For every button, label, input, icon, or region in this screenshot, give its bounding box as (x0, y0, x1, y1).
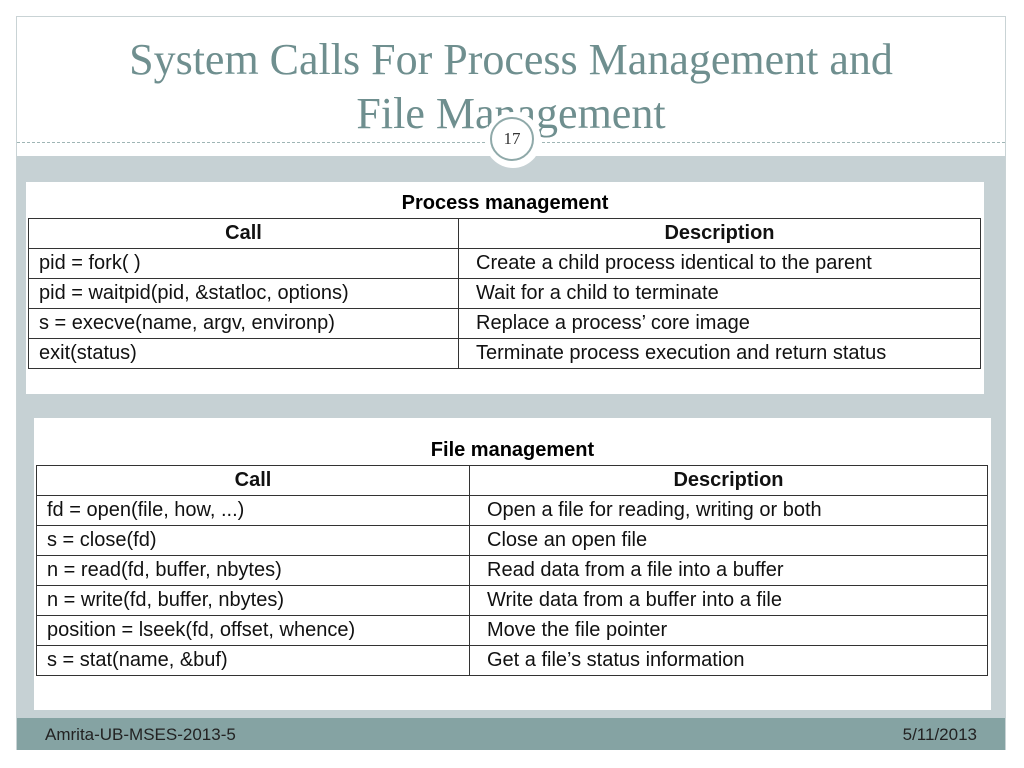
call-cell: n = write(fd, buffer, nbytes) (36, 585, 470, 616)
header-call: Call (28, 218, 459, 249)
table-row: s = close(fd) Close an open file (36, 525, 988, 556)
file-table-title: File management (430, 439, 595, 461)
call-cell: fd = open(file, how, ...) (36, 495, 470, 526)
description-cell: Read data from a file into a buffer (469, 555, 988, 586)
call-cell: exit(status) (28, 338, 459, 369)
slide-title-line-1: System Calls For Process Management and (129, 35, 893, 84)
description-cell: Terminate process execution and return s… (458, 338, 981, 369)
header-description: Description (458, 218, 981, 249)
process-management-table: Call Description pid = fork( ) Create a … (28, 218, 981, 369)
header-call: Call (36, 465, 470, 496)
table-row: position = lseek(fd, offset, whence) Mov… (36, 615, 988, 646)
description-cell: Close an open file (469, 525, 988, 556)
call-cell: s = stat(name, &buf) (36, 645, 470, 676)
process-management-panel: Process management Call Description pid … (26, 182, 984, 394)
footer-date: 5/11/2013 (902, 725, 977, 744)
call-cell: s = close(fd) (36, 525, 470, 556)
file-management-panel: File management Call Description fd = op… (34, 418, 991, 710)
page-number-badge: 17 (490, 117, 534, 161)
table-row: pid = waitpid(pid, &statloc, options) Wa… (28, 278, 981, 309)
call-cell: position = lseek(fd, offset, whence) (36, 615, 470, 646)
slide-title: System Calls For Process Management and … (17, 33, 1005, 141)
description-cell: Get a file’s status information (469, 645, 988, 676)
description-cell: Replace a process’ core image (458, 308, 981, 339)
description-cell: Wait for a child to terminate (458, 278, 981, 309)
header-description: Description (469, 465, 988, 496)
footer-course-code: Amrita-UB-MSES-2013-5 (45, 725, 236, 744)
call-cell: pid = fork( ) (28, 248, 459, 279)
call-cell: s = execve(name, argv, environp) (28, 308, 459, 339)
table-header-row: Call Description (36, 465, 988, 496)
call-cell: pid = waitpid(pid, &statloc, options) (28, 278, 459, 309)
table-row: exit(status) Terminate process execution… (28, 338, 981, 369)
description-cell: Move the file pointer (469, 615, 988, 646)
table-row: pid = fork( ) Create a child process ide… (28, 248, 981, 279)
table-row: s = execve(name, argv, environp) Replace… (28, 308, 981, 339)
description-cell: Write data from a buffer into a file (469, 585, 988, 616)
table-row: fd = open(file, how, ...) Open a file fo… (36, 495, 988, 526)
table-row: n = write(fd, buffer, nbytes) Write data… (36, 585, 988, 616)
call-cell: n = read(fd, buffer, nbytes) (36, 555, 470, 586)
file-management-table: Call Description fd = open(file, how, ..… (36, 465, 988, 676)
process-table-title: Process management (401, 192, 609, 214)
description-cell: Create a child process identical to the … (458, 248, 981, 279)
table-row: n = read(fd, buffer, nbytes) Read data f… (36, 555, 988, 586)
description-cell: Open a file for reading, writing or both (469, 495, 988, 526)
table-row: s = stat(name, &buf) Get a file’s status… (36, 645, 988, 676)
slide-footer: Amrita-UB-MSES-2013-5 5/11/2013 (17, 718, 1005, 750)
table-header-row: Call Description (28, 218, 981, 249)
